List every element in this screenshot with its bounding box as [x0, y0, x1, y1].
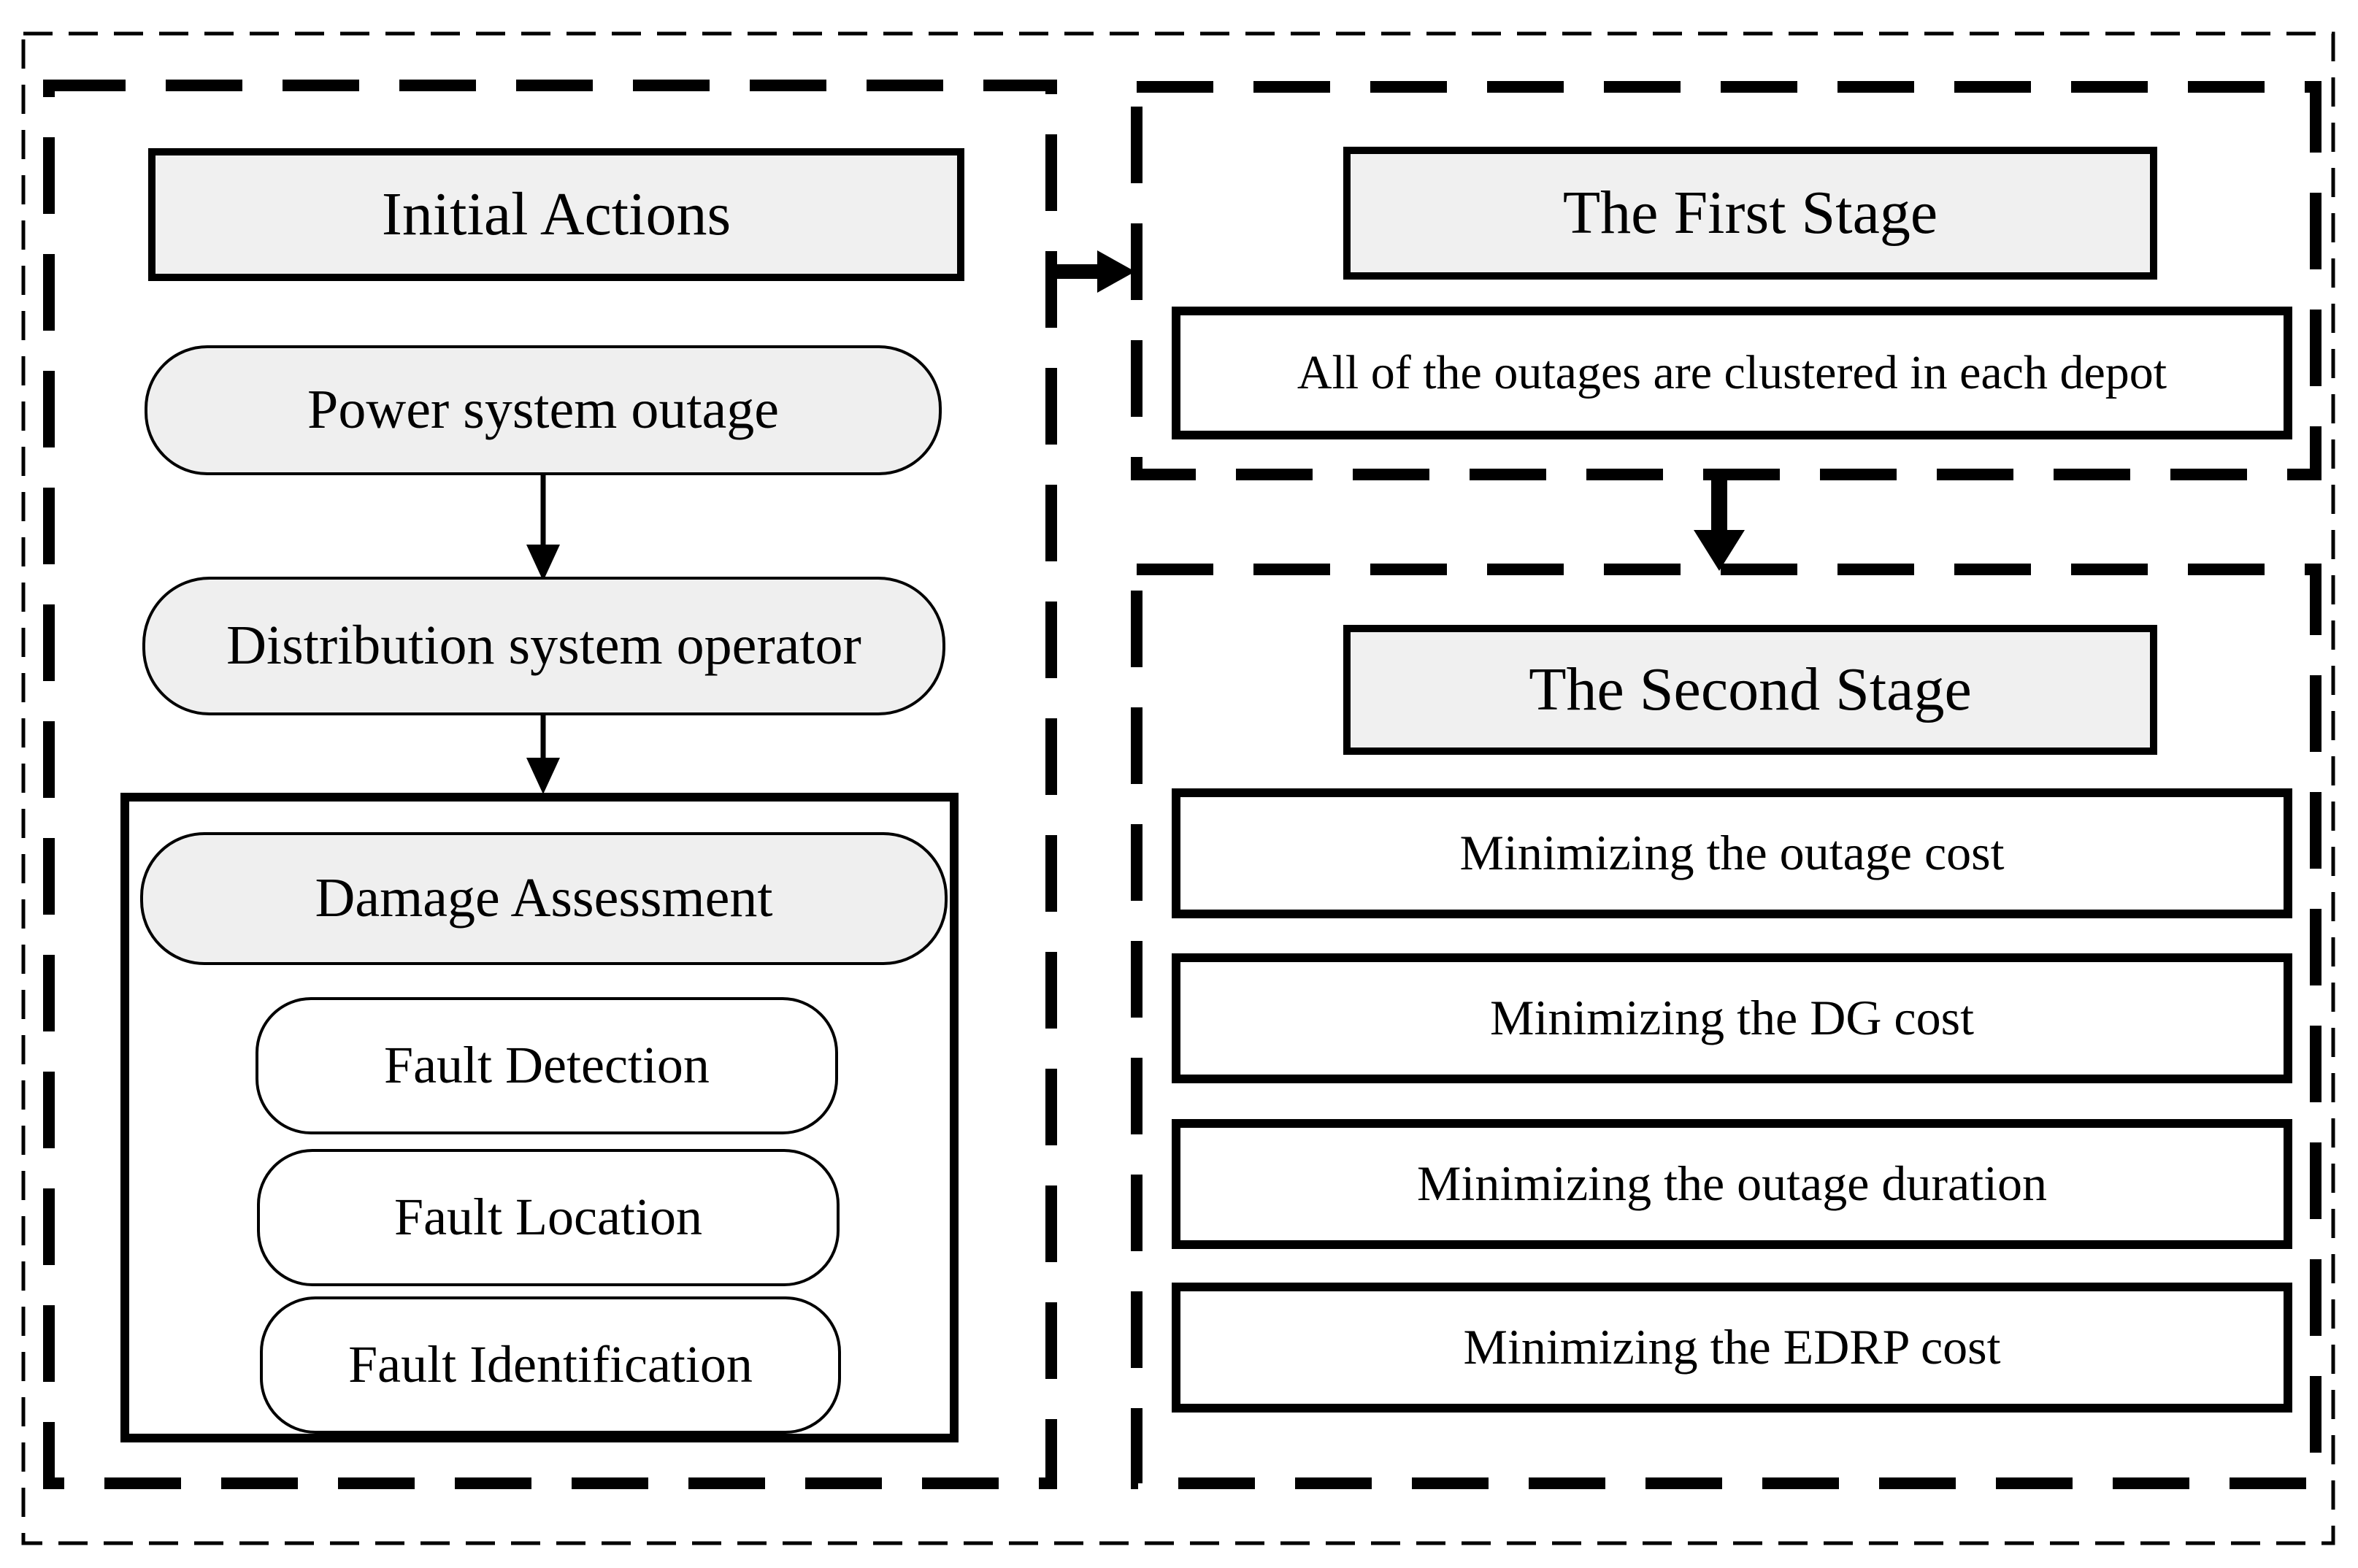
objective-edrp-cost-label: Minimizing the EDRP cost: [1463, 1319, 2001, 1375]
objective-dg-cost-label: Minimizing the DG cost: [1490, 990, 1974, 1046]
damage-assessment-node: Damage Assessment: [140, 832, 948, 965]
fault-identification-label: Fault Identification: [348, 1335, 753, 1394]
fault-location-node: Fault Location: [257, 1149, 840, 1286]
depot-clustering-box: All of the outages are clustered in each…: [1172, 307, 2292, 439]
initial-actions-header-label: Initial Actions: [381, 180, 731, 248]
fault-detection-node: Fault Detection: [256, 997, 838, 1134]
outer-dashed-border: [21, 31, 2335, 1545]
objective-outage-cost-box: Minimizing the outage cost: [1172, 788, 2292, 918]
power-system-outage-node: Power system outage: [145, 345, 942, 475]
second-stage-header: The Second Stage: [1343, 625, 2157, 755]
arrow-dso-to-damage: [526, 715, 560, 794]
distribution-system-operator-label: Distribution system operator: [226, 615, 861, 677]
arrow-power-to-dso: [526, 474, 560, 581]
objective-dg-cost-box: Minimizing the DG cost: [1172, 953, 2292, 1083]
second-stage-header-label: The Second Stage: [1529, 655, 1972, 723]
arrow-left-to-first-stage: [1053, 250, 1135, 293]
initial-actions-header: Initial Actions: [148, 148, 964, 281]
first-stage-panel-border: [1131, 81, 2321, 480]
objective-outage-duration-box: Minimizing the outage duration: [1172, 1119, 2292, 1249]
power-system-outage-label: Power system outage: [307, 379, 779, 441]
fault-location-label: Fault Location: [394, 1188, 702, 1247]
second-stage-panel-border: [1131, 564, 2321, 1489]
first-stage-header-label: The First Stage: [1562, 178, 1938, 247]
objective-outage-cost-label: Minimizing the outage cost: [1459, 825, 2005, 881]
arrow-first-to-second-stage: [1694, 477, 1745, 571]
initial-actions-panel-border: [43, 80, 1057, 1489]
objective-edrp-cost-box: Minimizing the EDRP cost: [1172, 1283, 2292, 1413]
damage-assessment-label: Damage Assessment: [315, 867, 773, 929]
fault-identification-node: Fault Identification: [260, 1296, 841, 1434]
distribution-system-operator-node: Distribution system operator: [142, 577, 945, 715]
first-stage-header: The First Stage: [1343, 147, 2157, 280]
objective-outage-duration-label: Minimizing the outage duration: [1416, 1156, 2048, 1212]
fault-detection-label: Fault Detection: [384, 1036, 710, 1095]
depot-clustering-label: All of the outages are clustered in each…: [1297, 346, 2167, 400]
